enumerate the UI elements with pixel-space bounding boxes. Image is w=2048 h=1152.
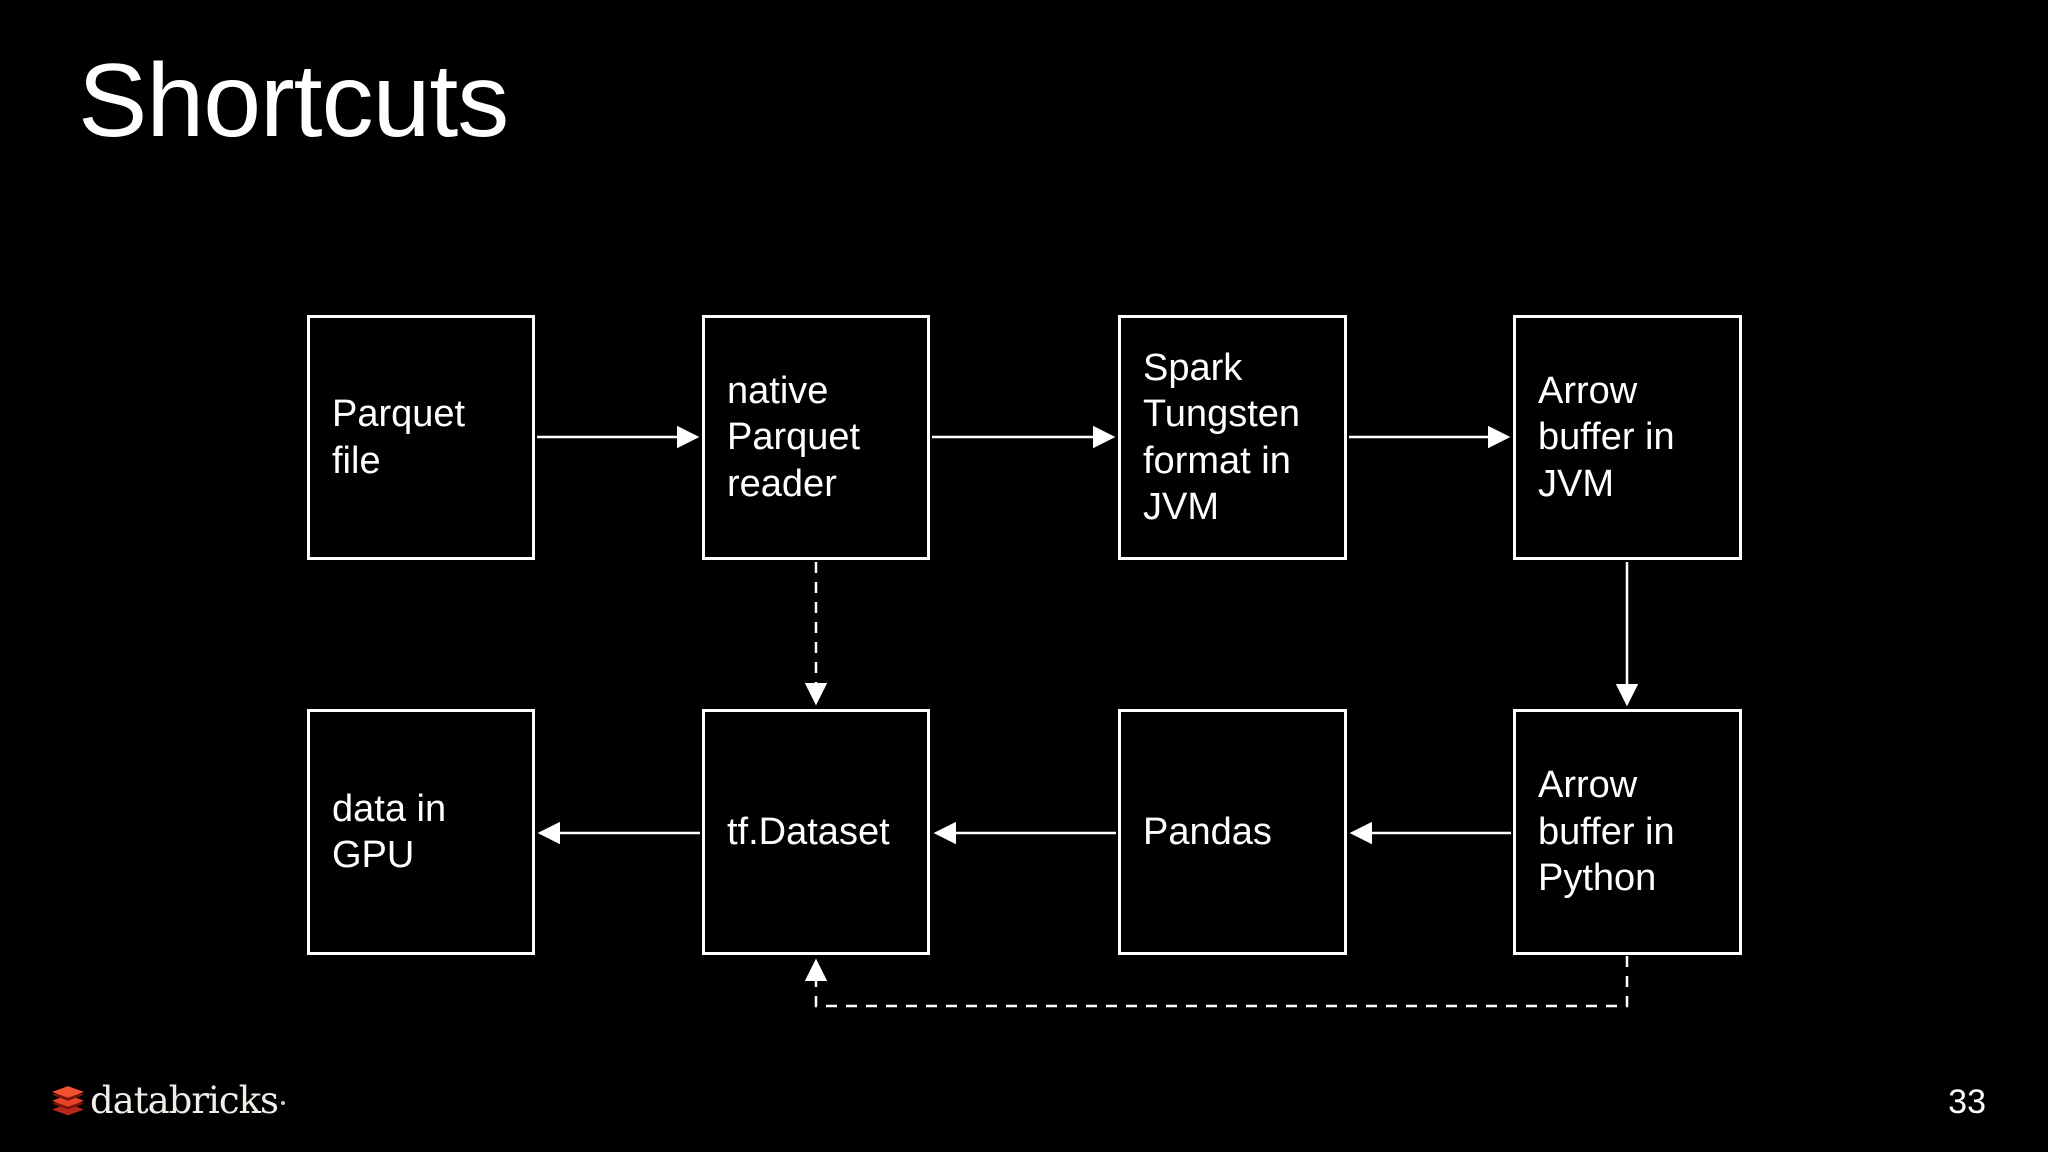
node-spark-tungsten-label: Spark Tungsten format in JVM [1143, 346, 1301, 528]
databricks-logo: databricks [52, 1079, 286, 1122]
node-pandas: Pandas [1118, 709, 1347, 955]
node-parquet-file-label: Parquet file [332, 393, 466, 482]
node-spark-tungsten-format-in-jvm: Spark Tungsten format in JVM [1118, 315, 1347, 560]
node-native-parquet-reader: native Parquet reader [702, 315, 930, 560]
node-arrow-buffer-jvm-label: Arrow buffer in JVM [1538, 369, 1675, 505]
node-parquet-file: Parquet file [307, 315, 535, 560]
node-tf-dataset: tf.Dataset [702, 709, 930, 955]
trademark-mark [281, 1100, 286, 1105]
databricks-stack-icon [52, 1085, 84, 1115]
node-native-parquet-reader-label: native Parquet reader [727, 369, 861, 505]
edge-arrow-buffer-python-to-tf-dataset-dashed [804, 956, 1629, 1008]
node-data-in-gpu-label: data in GPU [332, 787, 447, 876]
node-arrow-buffer-in-jvm: Arrow buffer in JVM [1513, 315, 1742, 560]
node-data-in-gpu: data in GPU [307, 709, 535, 955]
node-pandas-label: Pandas [1143, 810, 1272, 853]
slide-title: Shortcuts [78, 43, 509, 159]
node-arrow-buffer-python-label: Arrow buffer in Python [1538, 764, 1675, 900]
node-arrow-buffer-in-python: Arrow buffer in Python [1513, 709, 1742, 955]
databricks-wordmark: databricks [90, 1079, 279, 1122]
node-tf-dataset-label: tf.Dataset [727, 810, 890, 853]
page-number: 33 [1948, 1083, 1986, 1121]
